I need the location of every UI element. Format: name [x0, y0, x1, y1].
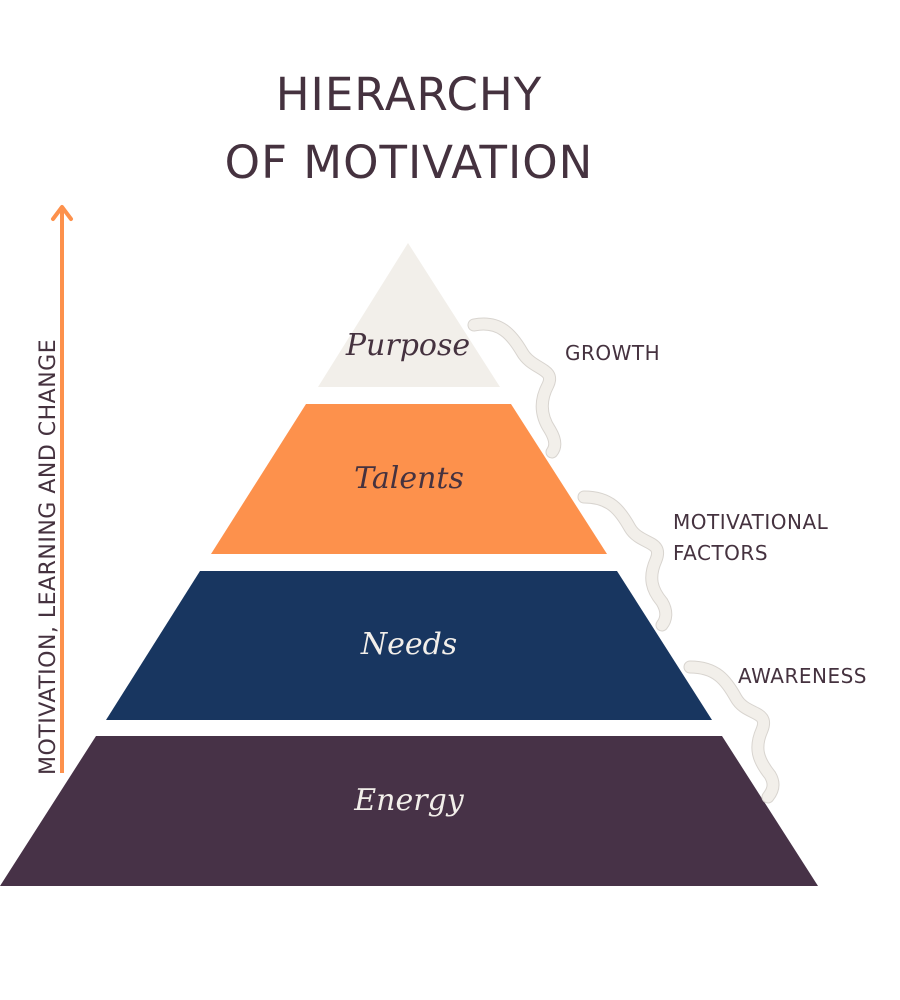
up-arrow-icon: [51, 205, 73, 773]
annotation-growth-text: GROWTH: [565, 341, 661, 365]
tier-energy-label: Energy: [354, 783, 464, 818]
annotation-motivational-factors: MOTIVATIONAL FACTORS: [673, 507, 828, 569]
tier-needs-label: Needs: [360, 627, 458, 662]
annotation-motivational-line1: MOTIVATIONAL: [673, 510, 829, 534]
annotation-awareness-text: AWARENESS: [738, 664, 867, 688]
tier-talents-shape: [211, 404, 607, 554]
title-line-1: HIERARCHY: [275, 68, 543, 121]
annotation-motivational-line2: FACTORS: [673, 541, 769, 565]
tier-energy-shape: [0, 736, 818, 886]
annotation-awareness: AWARENESS: [738, 661, 867, 692]
annotation-growth: GROWTH: [565, 338, 660, 369]
side-axis-label: MOTIVATION, LEARNING AND CHANGE: [36, 338, 61, 775]
tier-purpose-label: Purpose: [345, 328, 471, 363]
tier-purpose-shape: [318, 243, 500, 387]
tier-talents-label: Talents: [354, 461, 464, 496]
tier-needs-shape: [106, 571, 712, 720]
title-line-2: OF MOTIVATION: [224, 136, 594, 189]
